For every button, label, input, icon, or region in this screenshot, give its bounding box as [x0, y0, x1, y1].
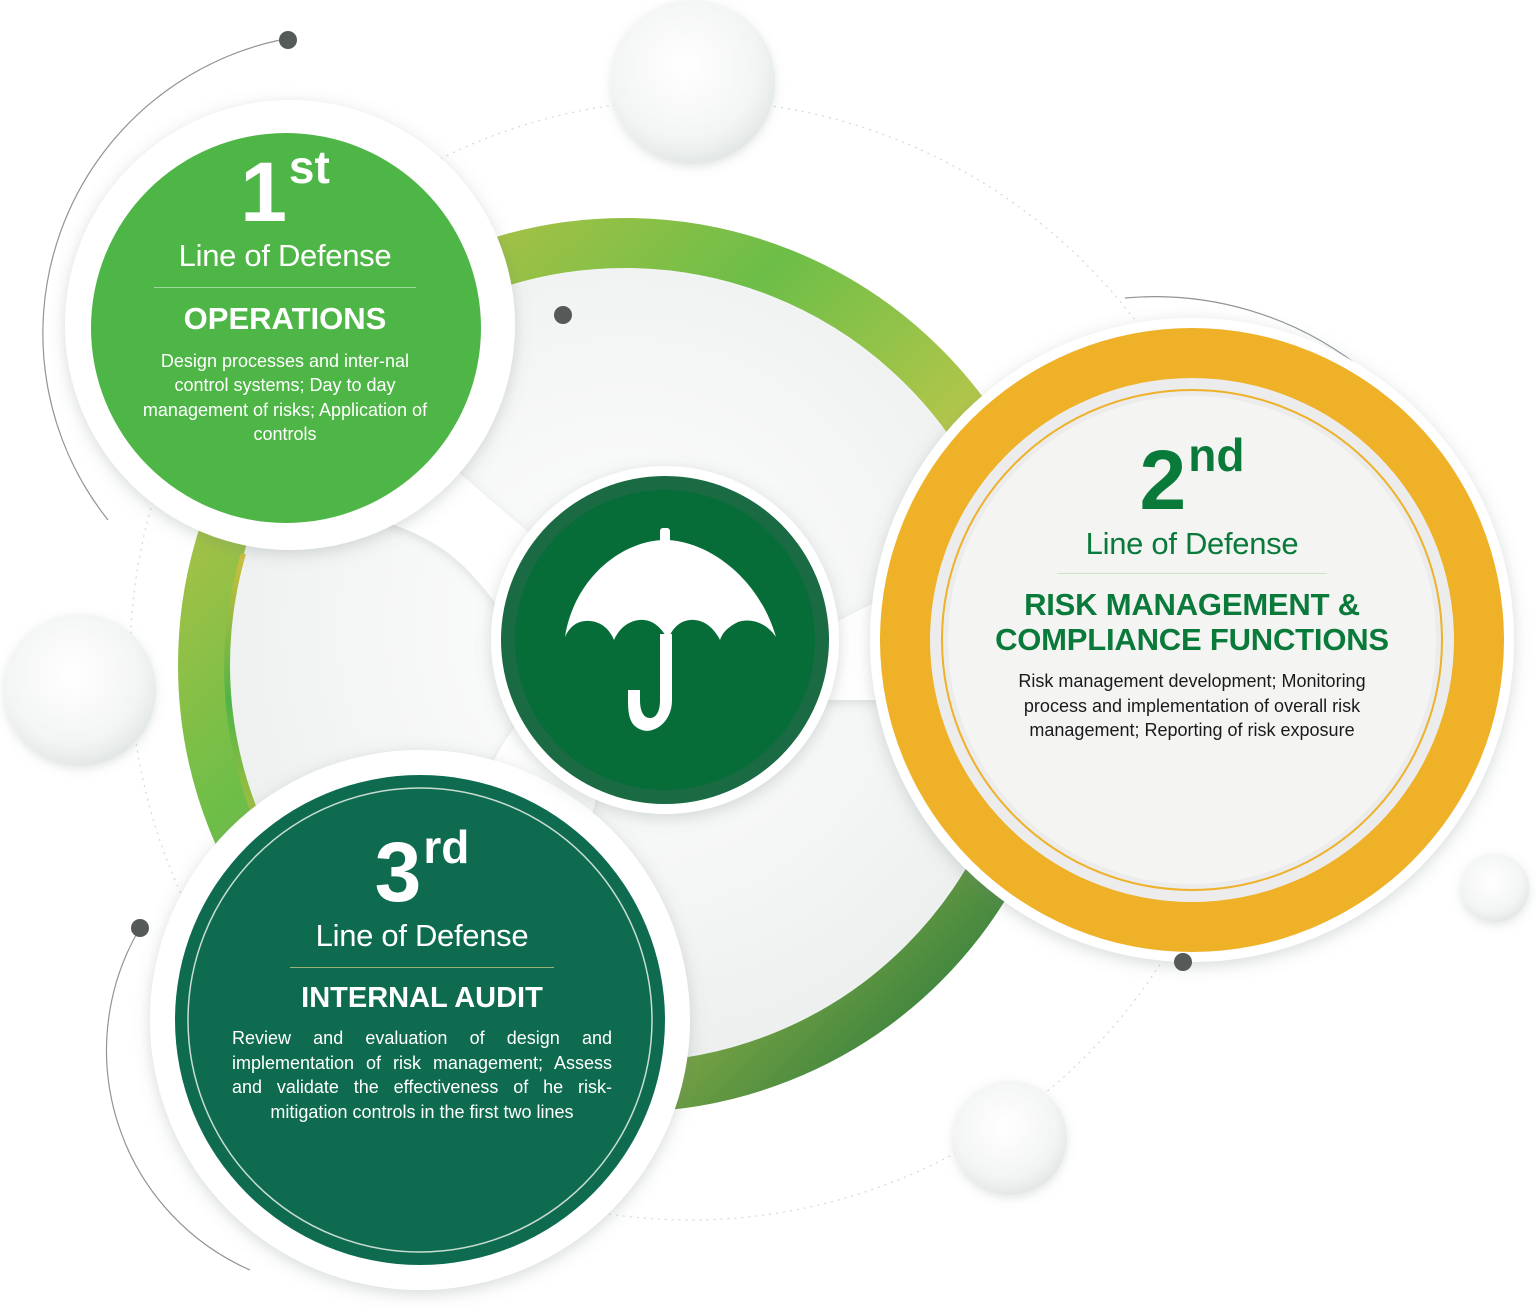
third-line-node: 3rd Line of Defense INTERNAL AUDIT Revie… — [222, 824, 622, 1124]
second-line-inner-stroke — [941, 389, 1443, 891]
floating-ball-right — [1461, 854, 1529, 922]
third-line-ordinal-suffix: rd — [423, 821, 470, 873]
first-line-ordinal: 1st — [130, 144, 440, 234]
third-line-description: Review and evaluation of design and impl… — [232, 1028, 612, 1122]
orbit-arc-3 — [105, 927, 251, 1271]
floating-ball-left — [4, 614, 156, 766]
floating-ball-top — [611, 0, 775, 164]
second-line-node: 2nd Line of Defense RISK MANAGEMENT & CO… — [962, 432, 1422, 743]
third-line-subtitle: Line of Defense — [315, 918, 529, 953]
third-line-divider — [290, 967, 554, 968]
umbrella-icon — [565, 528, 776, 731]
third-line-heading: INTERNAL AUDIT — [301, 982, 543, 1014]
first-line-divider — [154, 287, 416, 288]
dot-2 — [554, 306, 572, 324]
dot-4 — [1174, 953, 1192, 971]
orbit-arc-1 — [42, 39, 281, 521]
second-line-subtitle: Line of Defense — [1085, 526, 1299, 561]
second-line-ordinal: 2nd — [962, 432, 1422, 522]
second-line-description: Risk management development; Monitoring … — [1018, 671, 1366, 741]
second-line-heading: RISK MANAGEMENT & COMPLIANCE FUNCTIONS — [995, 587, 1389, 657]
floating-ball-bottom — [953, 1081, 1067, 1195]
third-line-ordinal-number: 3 — [374, 825, 422, 919]
second-line-ordinal-suffix: nd — [1188, 429, 1245, 481]
second-line-ordinal-number: 2 — [1139, 433, 1187, 527]
dot-1 — [279, 31, 297, 49]
first-line-ordinal-number: 1 — [240, 145, 287, 239]
first-line-description: Design processes and inter-nal control s… — [142, 350, 428, 445]
first-line-subtitle: Line of Defense — [178, 238, 392, 273]
dot-3 — [131, 919, 149, 937]
second-line-content-disc — [948, 396, 1436, 884]
second-line-divider — [1057, 573, 1327, 574]
third-line-circle — [175, 775, 665, 1265]
first-line-circle — [91, 133, 481, 523]
first-line-ordinal-suffix: st — [288, 141, 330, 193]
first-line-heading: OPERATIONS — [183, 301, 387, 336]
third-line-ordinal: 3rd — [222, 824, 622, 914]
first-line-node: 1st Line of Defense OPERATIONS Design pr… — [130, 144, 440, 447]
third-line-inner-stroke — [187, 787, 653, 1253]
